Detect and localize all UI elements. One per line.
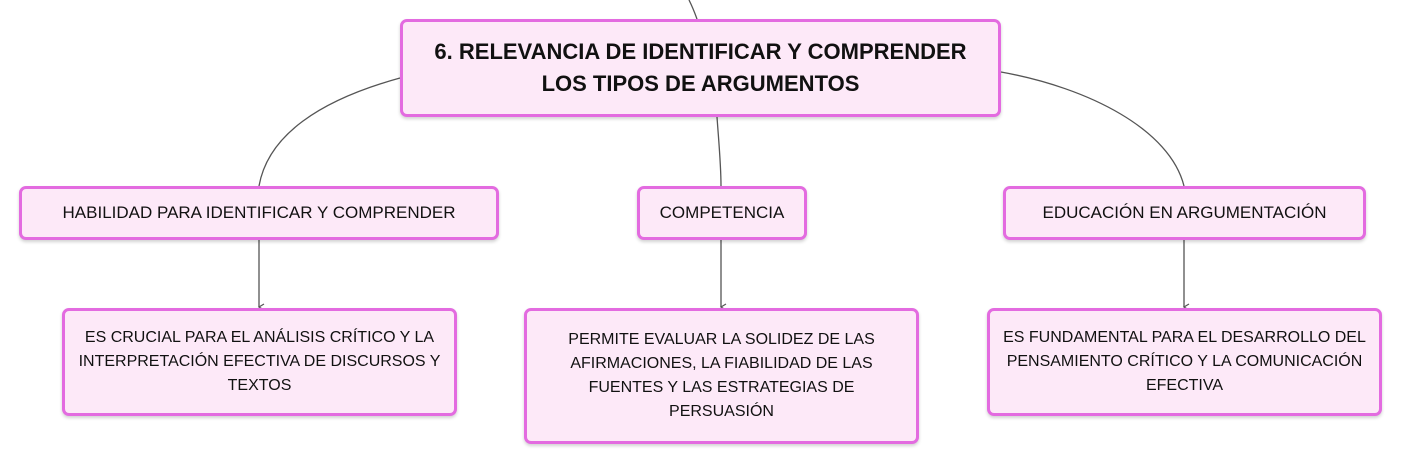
branch-label-competencia: COMPETENCIA <box>659 202 785 222</box>
branch-label-educacion: EDUCACIÓN EN ARGUMENTACIÓN <box>1042 202 1327 222</box>
connector-incoming <box>688 0 698 20</box>
branch-label-habilidad: HABILIDAD PARA IDENTIFICAR Y COMPRENDER <box>62 202 456 222</box>
root-topic-node[interactable]: 6. RELEVANCIA DE IDENTIFICAR Y COMPRENDE… <box>400 19 1001 117</box>
detail-label-habilidad: ES CRUCIAL PARA EL ANÁLISIS CRÍTICO Y LA… <box>78 329 441 394</box>
branch-node-educacion[interactable]: EDUCACIÓN EN ARGUMENTACIÓN <box>1003 186 1366 240</box>
connector-root-to-educacion <box>1000 71 1185 187</box>
connector-root-to-competencia <box>716 116 722 187</box>
connector-root-to-habilidad <box>258 77 401 187</box>
detail-label-educacion: ES FUNDAMENTAL PARA EL DESARROLLO DEL PE… <box>1003 329 1366 394</box>
detail-node-competencia[interactable]: PERMITE EVALUAR LA SOLIDEZ DE LAS AFIRMA… <box>524 308 919 444</box>
root-topic-label: 6. RELEVANCIA DE IDENTIFICAR Y COMPRENDE… <box>434 39 967 96</box>
detail-label-competencia: PERMITE EVALUAR LA SOLIDEZ DE LAS AFIRMA… <box>568 331 875 420</box>
detail-node-educacion[interactable]: ES FUNDAMENTAL PARA EL DESARROLLO DEL PE… <box>987 308 1382 416</box>
branch-node-competencia[interactable]: COMPETENCIA <box>637 186 807 240</box>
branch-node-habilidad[interactable]: HABILIDAD PARA IDENTIFICAR Y COMPRENDER <box>19 186 499 240</box>
detail-node-habilidad[interactable]: ES CRUCIAL PARA EL ANÁLISIS CRÍTICO Y LA… <box>62 308 457 416</box>
